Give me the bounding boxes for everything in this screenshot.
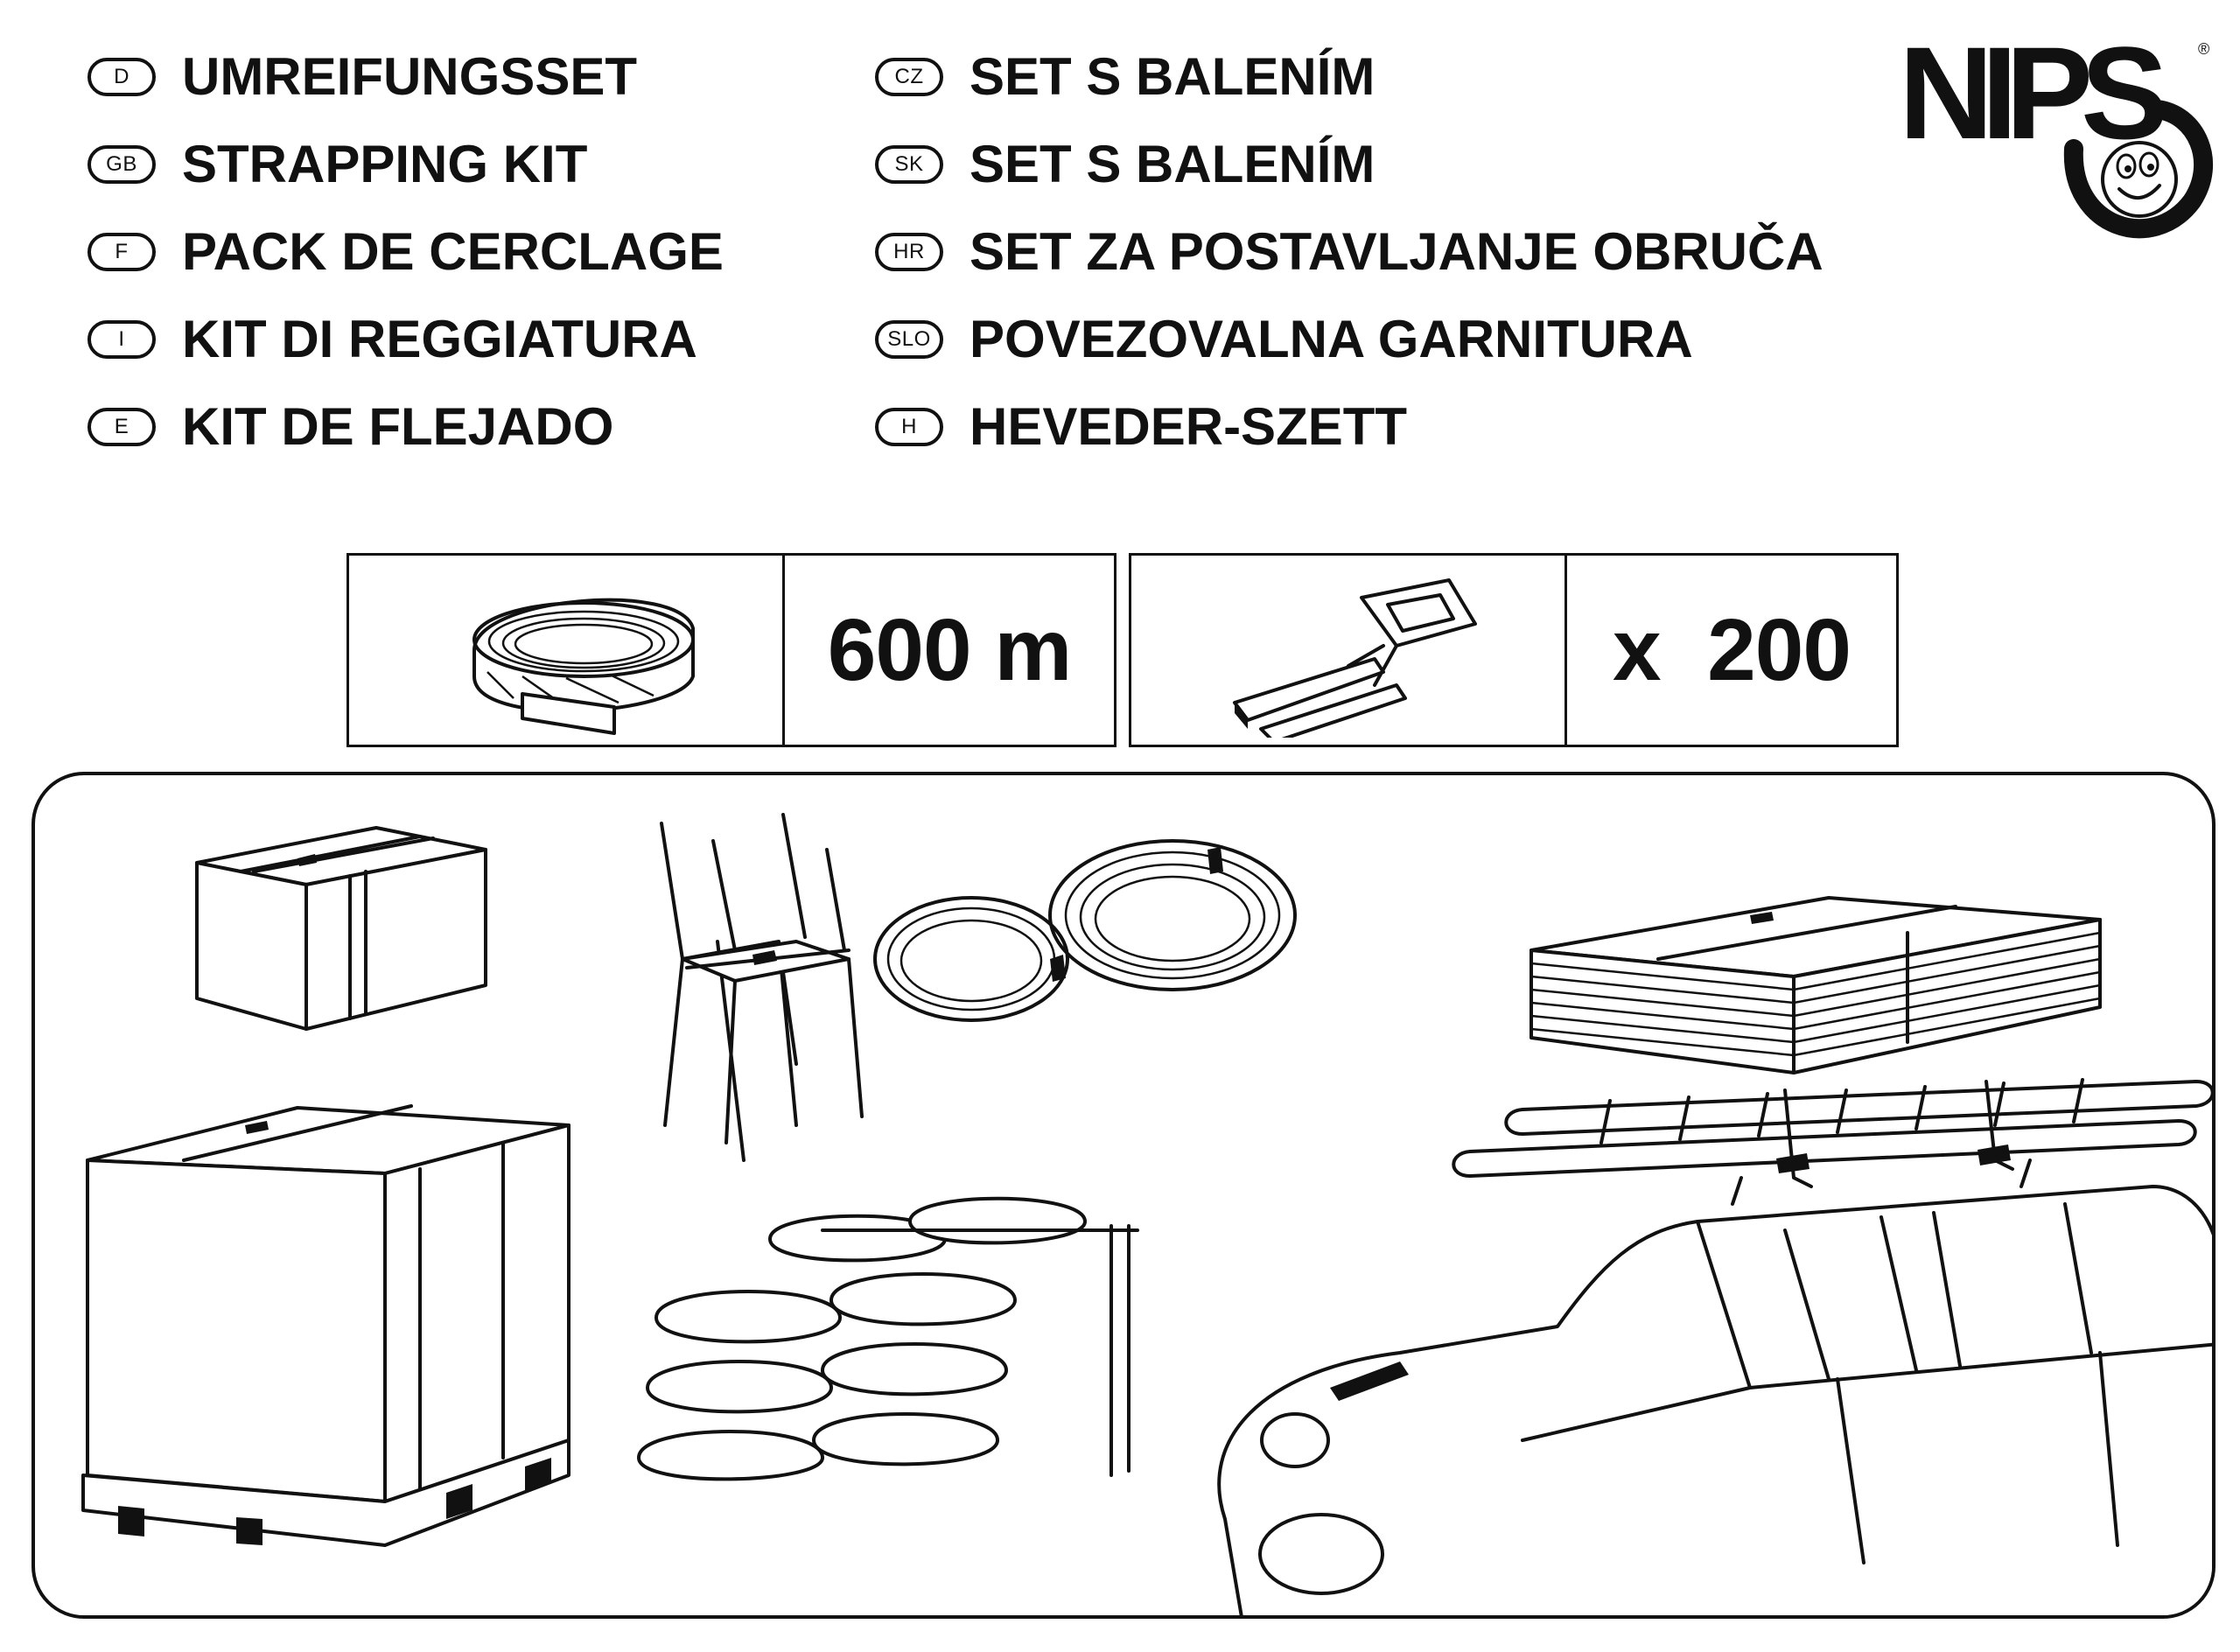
title-row: CZ SET S BALENÍM <box>875 33 1824 121</box>
pallet-icon <box>81 1104 570 1547</box>
buckle-icon <box>1232 578 1477 738</box>
box-icon <box>195 826 487 1031</box>
title-row: HR SET ZA POSTAVLJANJE OBRUČA <box>875 208 1824 296</box>
usage-illustrations <box>81 813 2212 1615</box>
product-title: PACK DE CERCLAGE <box>182 222 724 281</box>
strap-roll-icon <box>472 598 695 735</box>
logo-text: NIPS <box>1899 19 2164 166</box>
product-title: UMREIFUNGSSET <box>182 47 638 106</box>
board-stack-icon <box>1530 896 2102 1074</box>
language-badge: I <box>88 320 156 359</box>
product-title: HEVEDER-SZETT <box>970 397 1408 456</box>
product-title: SET ZA POSTAVLJANJE OBRUČA <box>970 222 1824 281</box>
buckle-count: x 200 <box>1612 600 1852 699</box>
sandbags-icon <box>637 1196 1139 1481</box>
language-badge: GB <box>88 145 156 184</box>
title-row: F PACK DE CERCLAGE <box>88 208 724 296</box>
language-badge: F <box>88 233 156 271</box>
language-badge: CZ <box>875 58 943 96</box>
product-title: STRAPPING KIT <box>182 135 588 193</box>
language-badge: SK <box>875 145 943 184</box>
strap-length: 600 m <box>827 600 1073 699</box>
language-badge: SLO <box>875 320 943 359</box>
usage-examples-panel <box>32 772 2216 1619</box>
title-row: GB STRAPPING KIT <box>88 121 724 208</box>
title-row: D UMREIFUNGSSET <box>88 33 724 121</box>
product-title: KIT DI REGGIATURA <box>182 310 697 368</box>
title-row: SLO POVEZOVALNA GARNITURA <box>875 296 1824 383</box>
language-badge: E <box>88 408 156 446</box>
product-title: SET S BALENÍM <box>970 47 1376 106</box>
strap-length-cell: 600 m <box>785 556 1114 745</box>
car-ladder-icon <box>1217 1078 2212 1615</box>
title-row: I KIT DI REGGIATURA <box>88 296 724 383</box>
title-row: H HEVEDER-SZETT <box>875 383 1824 471</box>
buckle-cell <box>1131 556 1567 745</box>
mascot-face-icon <box>2101 141 2178 218</box>
chairs-icon <box>660 813 864 1162</box>
title-row: E KIT DE FLEJADO <box>88 383 724 471</box>
contents-buckles: x 200 <box>1129 553 1899 747</box>
language-badge: D <box>88 58 156 96</box>
product-title: POVEZOVALNA GARNITURA <box>970 310 1693 368</box>
cable-coils-icon <box>873 839 1297 1022</box>
buckle-count-cell: x 200 <box>1567 556 1896 745</box>
product-title: KIT DE FLEJADO <box>182 397 614 456</box>
language-badge: HR <box>875 233 943 271</box>
registered-mark: ® <box>2198 40 2209 58</box>
strap-cell <box>349 556 785 745</box>
contents-strap: 600 m <box>346 553 1116 747</box>
nips-logo: NIPS ® <box>1899 19 2214 239</box>
title-row: SK SET S BALENÍM <box>875 121 1824 208</box>
titles-left: D UMREIFUNGSSET GB STRAPPING KIT F PACK … <box>88 33 724 471</box>
language-badge: H <box>875 408 943 446</box>
titles-right: CZ SET S BALENÍM SK SET S BALENÍM HR SET… <box>875 33 1824 471</box>
product-title: SET S BALENÍM <box>970 135 1376 193</box>
